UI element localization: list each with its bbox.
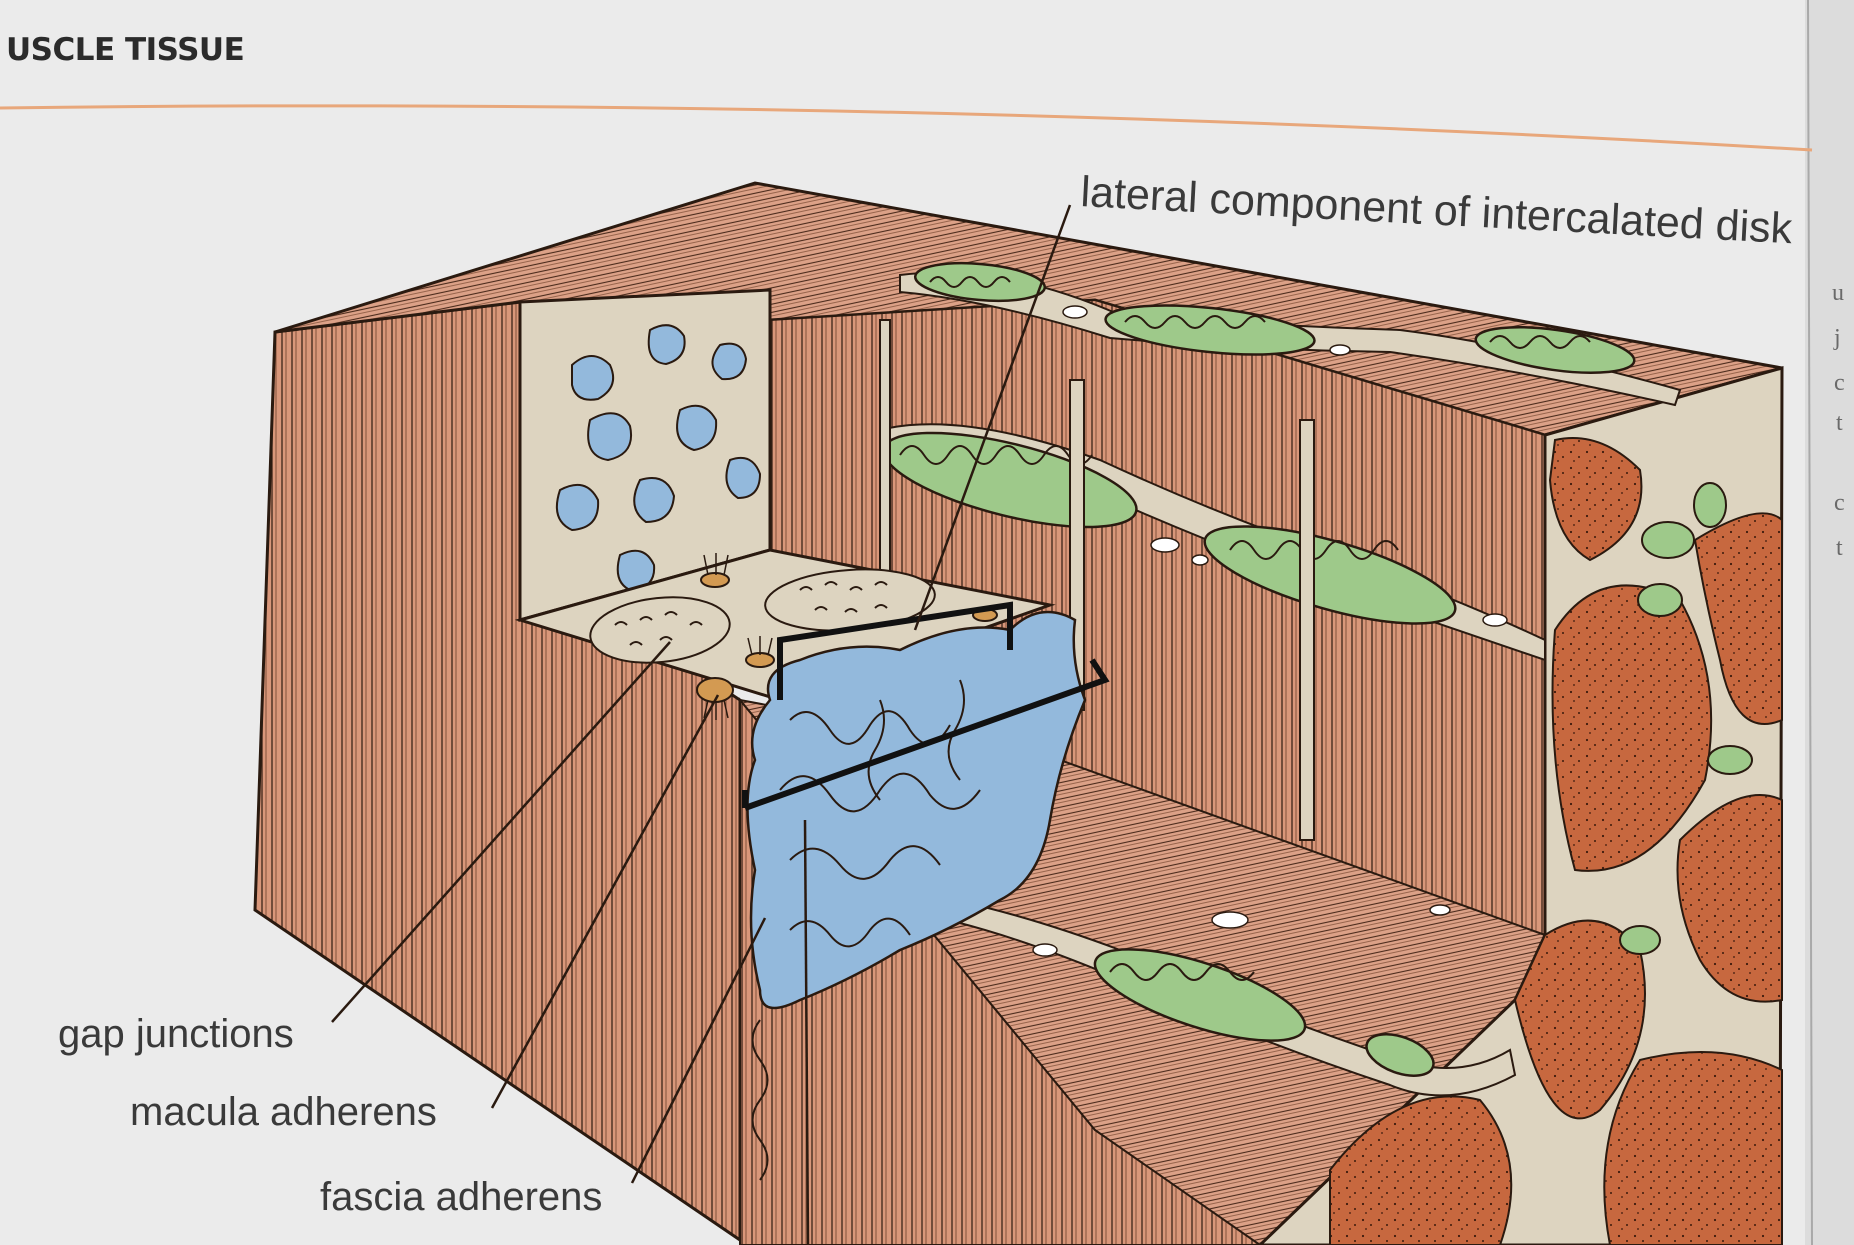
running-head: USCLE TISSUE: [6, 32, 245, 68]
svg-text:t: t: [1836, 535, 1843, 561]
label-macula-adherens: macula adherens: [130, 1090, 437, 1134]
svg-text:c: c: [1834, 370, 1845, 396]
svg-text:t: t: [1836, 410, 1843, 436]
lateral-leader-line: [913, 204, 1072, 631]
svg-text:c: c: [1834, 490, 1845, 516]
fascia-leader-line: [630, 917, 767, 1184]
svg-text:j: j: [1833, 325, 1841, 351]
gap-leader-line: [331, 641, 671, 1023]
bottom-leader-line: [803, 819, 810, 1245]
label-gap-junctions: gap junctions: [58, 1012, 294, 1056]
macula-leader-line: [490, 694, 720, 1109]
label-fascia-adherens: fascia adherens: [320, 1175, 603, 1219]
svg-text:u: u: [1832, 280, 1844, 306]
